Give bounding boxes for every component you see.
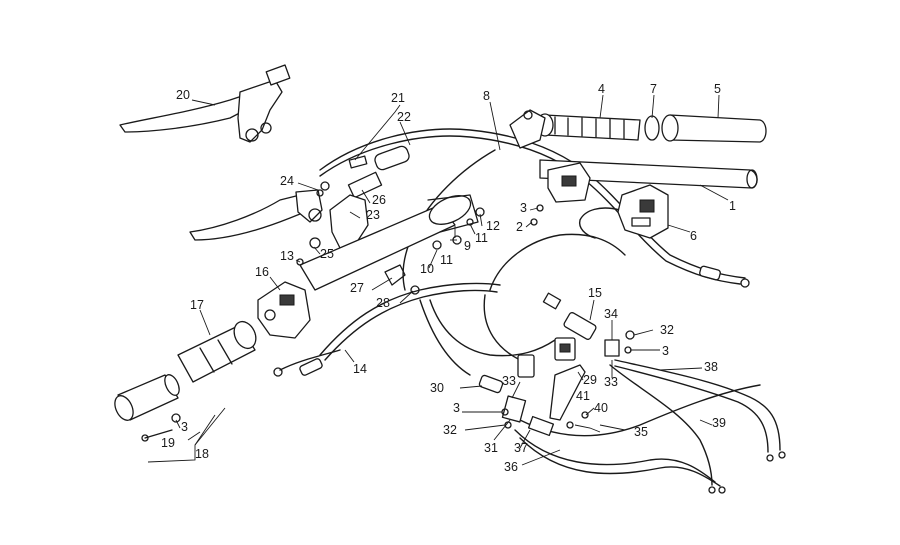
callout-20: 20 — [176, 88, 190, 102]
callout-7: 7 — [650, 82, 657, 96]
callout-14: 14 — [353, 362, 367, 376]
throttle-grip-4 — [536, 113, 641, 141]
callout-9: 9 — [464, 239, 471, 253]
junction-31-37 — [501, 395, 555, 437]
clutch-lever-20 — [119, 64, 291, 143]
left-handlebar-clamp — [299, 194, 479, 291]
cable-center-2 — [483, 294, 521, 361]
cable-36 — [514, 429, 716, 483]
callout-25: 25 — [320, 247, 334, 261]
cable-38b — [614, 365, 769, 453]
callout-32a: 32 — [660, 323, 674, 337]
callout-24: 24 — [280, 174, 294, 188]
ring-7 — [644, 115, 660, 141]
leader-lines — [147, 94, 729, 466]
grip-5 — [661, 114, 767, 143]
callout-32b: 32 — [443, 423, 457, 437]
cable-30 — [419, 299, 471, 376]
callout-36: 36 — [504, 460, 518, 474]
callout-29: 29 — [583, 373, 597, 387]
callout-31: 31 — [484, 441, 498, 455]
bracket-29 — [549, 364, 586, 421]
callout-1: 1 — [729, 199, 736, 213]
screw-19 — [141, 413, 181, 442]
callout-3c-label: 3 — [453, 401, 460, 415]
callout-16: 16 — [255, 265, 269, 279]
callout-8: 8 — [483, 89, 490, 103]
callout-33a: 33 — [502, 374, 516, 388]
cable-35 — [519, 384, 761, 437]
callout-2: 2 — [516, 220, 523, 234]
callout-23: 23 — [366, 208, 380, 222]
callout-21: 21 — [391, 91, 405, 105]
callout-3a: 3 — [520, 201, 527, 215]
callout-39: 39 — [712, 416, 726, 430]
callout-5: 5 — [714, 82, 721, 96]
handlebar-tube-1 — [539, 159, 758, 189]
callout-35: 35 — [634, 425, 648, 439]
callout-33b: 33 — [604, 375, 618, 389]
adjuster-30 — [478, 374, 504, 394]
cable-14b — [324, 289, 498, 361]
callout-26: 26 — [372, 193, 386, 207]
callout-28: 28 — [376, 296, 390, 310]
switch-housing-right — [547, 162, 591, 203]
callout-40: 40 — [594, 401, 608, 415]
callout-3b: 3 — [662, 344, 669, 358]
cable-36b — [519, 437, 721, 487]
callout-37: 37 — [514, 441, 528, 455]
callout-12: 12 — [486, 219, 500, 233]
wire-switch-6 — [578, 207, 621, 239]
throttle-housing-8 — [509, 109, 546, 149]
bar-end-18 — [114, 374, 180, 421]
cable-end-fittings — [273, 155, 786, 494]
brake-lever-24 — [189, 181, 330, 241]
cable-14 — [319, 282, 501, 356]
callout-19: 19 — [161, 436, 175, 450]
callout-22: 22 — [397, 110, 411, 124]
callout-38: 38 — [704, 360, 718, 374]
cable-center-1 — [489, 233, 626, 291]
cable-39 — [609, 364, 713, 486]
callout-34: 34 — [604, 307, 618, 321]
connector-block — [517, 337, 576, 378]
parts — [114, 64, 786, 494]
callout-11b: 11 — [440, 253, 453, 267]
callout-4: 4 — [598, 82, 605, 96]
callout-3d-label: 3 — [181, 420, 188, 434]
callout-10: 10 — [420, 262, 434, 276]
cable-15-loop — [429, 299, 556, 357]
callout-15-label: 15 — [588, 286, 602, 300]
connector-15 — [542, 292, 597, 340]
callout-6: 6 — [690, 229, 697, 243]
callout-30: 30 — [430, 381, 444, 395]
callout-11a: 11 — [475, 231, 488, 245]
callouts: 20 21 22 8 4 7 5 1 3 2 6 24 26 23 25 13 … — [161, 82, 736, 474]
callout-41: 41 — [576, 389, 590, 403]
callout-17: 17 — [190, 298, 204, 312]
callout-13: 13 — [280, 249, 294, 263]
grip-17 — [177, 320, 257, 383]
cable-38 — [614, 359, 781, 451]
callout-18: 18 — [195, 447, 209, 461]
cable-lower-left — [279, 349, 341, 371]
switch-block-6 — [617, 184, 669, 239]
switch-block-16 — [257, 281, 311, 339]
callout-27: 27 — [350, 281, 364, 295]
bracket-23 — [329, 194, 369, 249]
adjuster-26 — [347, 145, 410, 199]
